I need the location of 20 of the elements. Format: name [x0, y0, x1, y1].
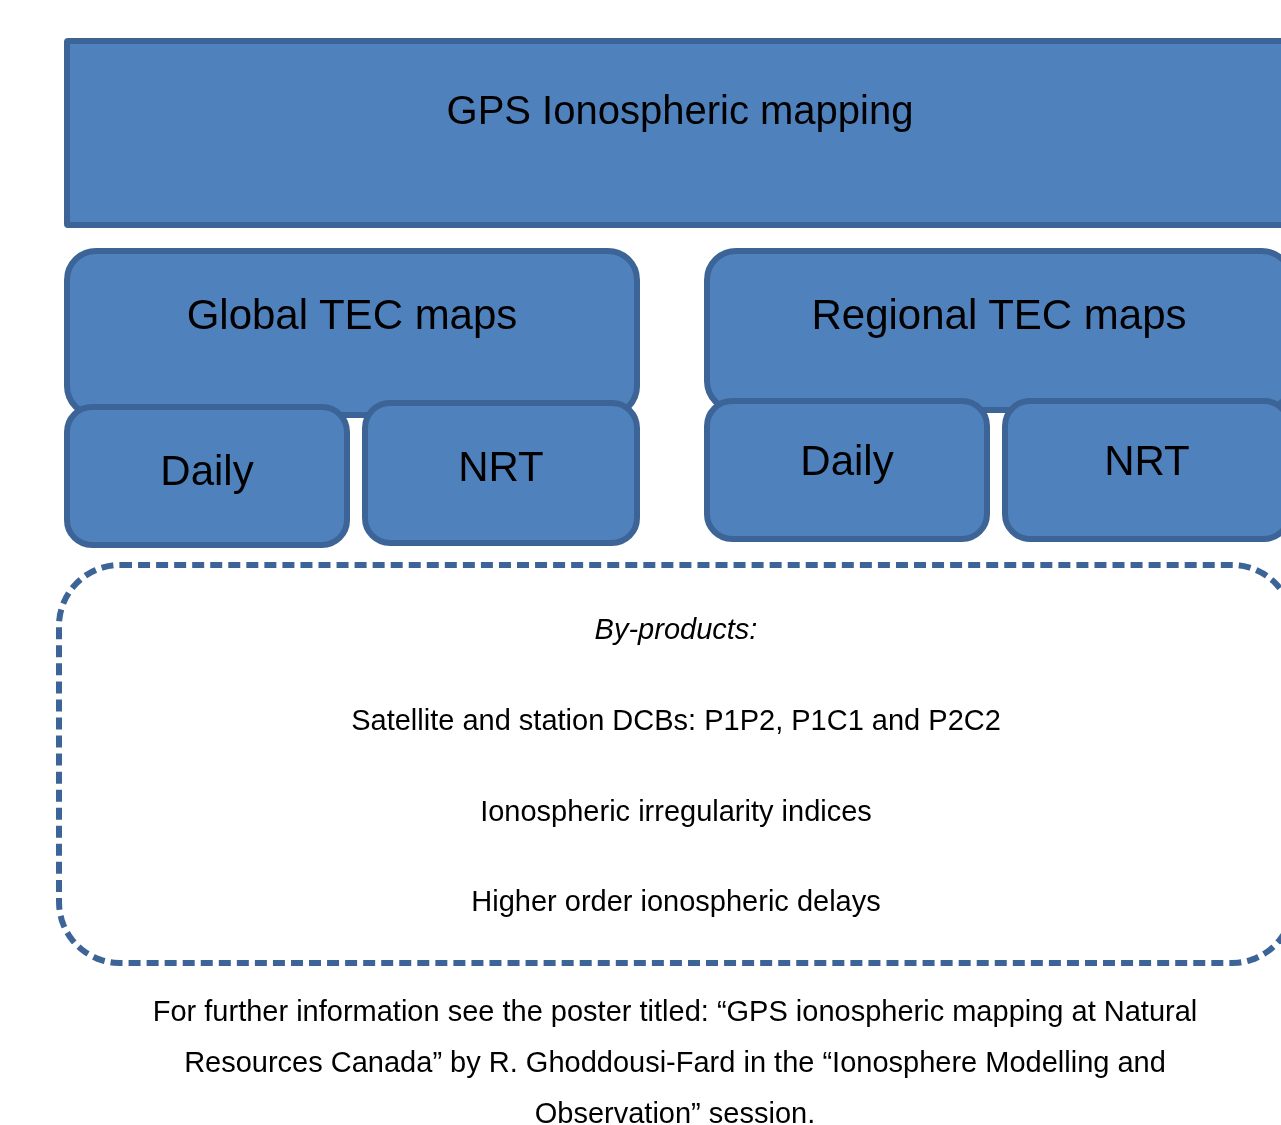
box-label: Higher order ionospheric delays — [471, 884, 881, 920]
dashed-group-box — [56, 562, 1281, 966]
process-box — [704, 248, 1281, 413]
box-label: Regional TEC maps — [811, 290, 1187, 340]
process-box — [1002, 398, 1281, 542]
process-box — [64, 38, 1281, 228]
box-label: GPS Ionospheric mapping — [446, 87, 914, 134]
process-box — [64, 248, 640, 418]
box-label: Daily — [800, 436, 894, 486]
process-box — [362, 400, 640, 546]
box-label: Daily — [160, 446, 254, 496]
process-box — [704, 398, 990, 542]
caption: For further information see the poster titled: “GPS ionospheric mapping at Natural Resources Canada” by R. Ghoddousi-Fard in the “Ionosphere Modelling and Observation” session. — [151, 994, 1199, 1125]
box-label: Ionospheric irregularity indices — [480, 793, 872, 829]
box-label: Global TEC maps — [186, 290, 518, 340]
box-label: Satellite and station DCBs: P1P2, P1C1 and P2C2 — [351, 702, 1001, 738]
box-label: NRT — [458, 442, 544, 492]
group-heading: By-products: — [594, 612, 758, 647]
process-box — [64, 404, 350, 548]
box-label: NRT — [1104, 436, 1190, 486]
